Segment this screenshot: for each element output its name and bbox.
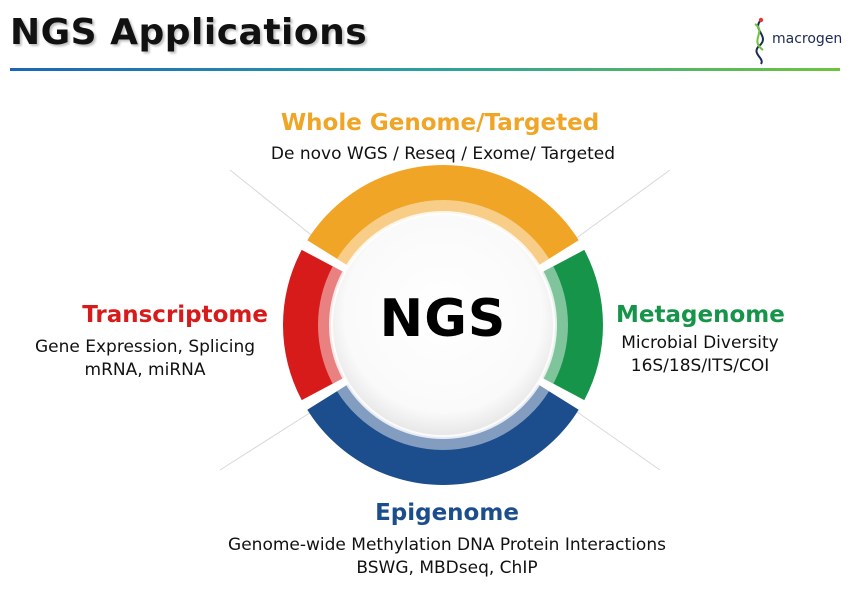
ring-segment-whole-genome: [307, 165, 579, 266]
ring-segment-metagenome: [541, 249, 603, 401]
segment-title-whole-genome: Whole Genome/Targeted: [280, 110, 600, 136]
hub-label: NGS: [379, 289, 507, 349]
segment-title-metagenome: Metagenome: [616, 302, 785, 328]
hub-circle: [331, 213, 555, 437]
transcriptome-desc-line-1: Gene Expression, Splicing: [34, 337, 256, 357]
macrogen-logo-icon: [754, 17, 764, 65]
metagenome-desc-line-1: Microbial Diversity: [621, 333, 779, 353]
logo-wordmark: macrogen: [772, 31, 843, 47]
segment-title-epigenome: Epigenome: [375, 500, 519, 526]
segment-desc-transcriptome: Gene Expression, Splicing mRNA, miRNA: [0, 336, 290, 382]
title-underline: [10, 68, 840, 71]
ring-segment-epigenome: [307, 384, 579, 485]
epigenome-desc-line-2: BSWG, MBDseq, ChIP: [356, 558, 538, 578]
page-title: NGS Applications: [10, 12, 368, 53]
ring-segment-transcriptome: [283, 249, 345, 401]
segment-desc-whole-genome: De novo WGS / Reseq / Exome/ Targeted: [270, 144, 616, 164]
transcriptome-desc-line-2: mRNA, miRNA: [84, 360, 206, 380]
segment-title-transcriptome: Transcriptome: [82, 302, 268, 328]
metagenome-desc-line-2: 16S/18S/ITS/COI: [630, 356, 770, 376]
epigenome-desc-line-1: Genome-wide Methylation DNA Protein Inte…: [228, 535, 666, 555]
segment-desc-epigenome: Genome-wide Methylation DNA Protein Inte…: [0, 534, 850, 580]
segment-desc-metagenome: Microbial Diversity 16S/18S/ITS/COI: [600, 332, 800, 378]
